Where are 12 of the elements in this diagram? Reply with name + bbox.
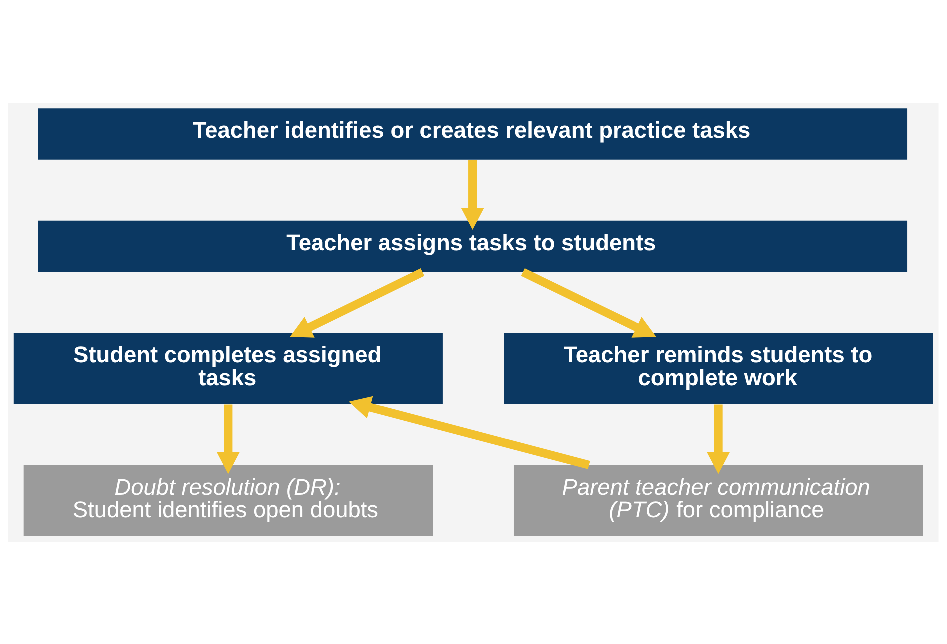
arrow <box>521 268 657 338</box>
arrow <box>707 404 730 474</box>
node-box: Parent teacher communication (PTC) for compliance <box>514 464 924 536</box>
node-box: Student completes assigned tasks <box>14 332 443 404</box>
arrow <box>290 268 425 338</box>
arrow <box>216 404 240 474</box>
node-box: Doubt resolution (DR): Student identifies open doubts <box>24 464 433 536</box>
node-box: Teacher reminds students to complete work <box>504 332 934 404</box>
node-box: Teacher assigns tasks to students <box>38 220 908 272</box>
arrow <box>461 159 484 230</box>
node-box: Teacher identifies or creates relevant practice tasks <box>38 108 908 160</box>
arrow <box>349 396 590 469</box>
